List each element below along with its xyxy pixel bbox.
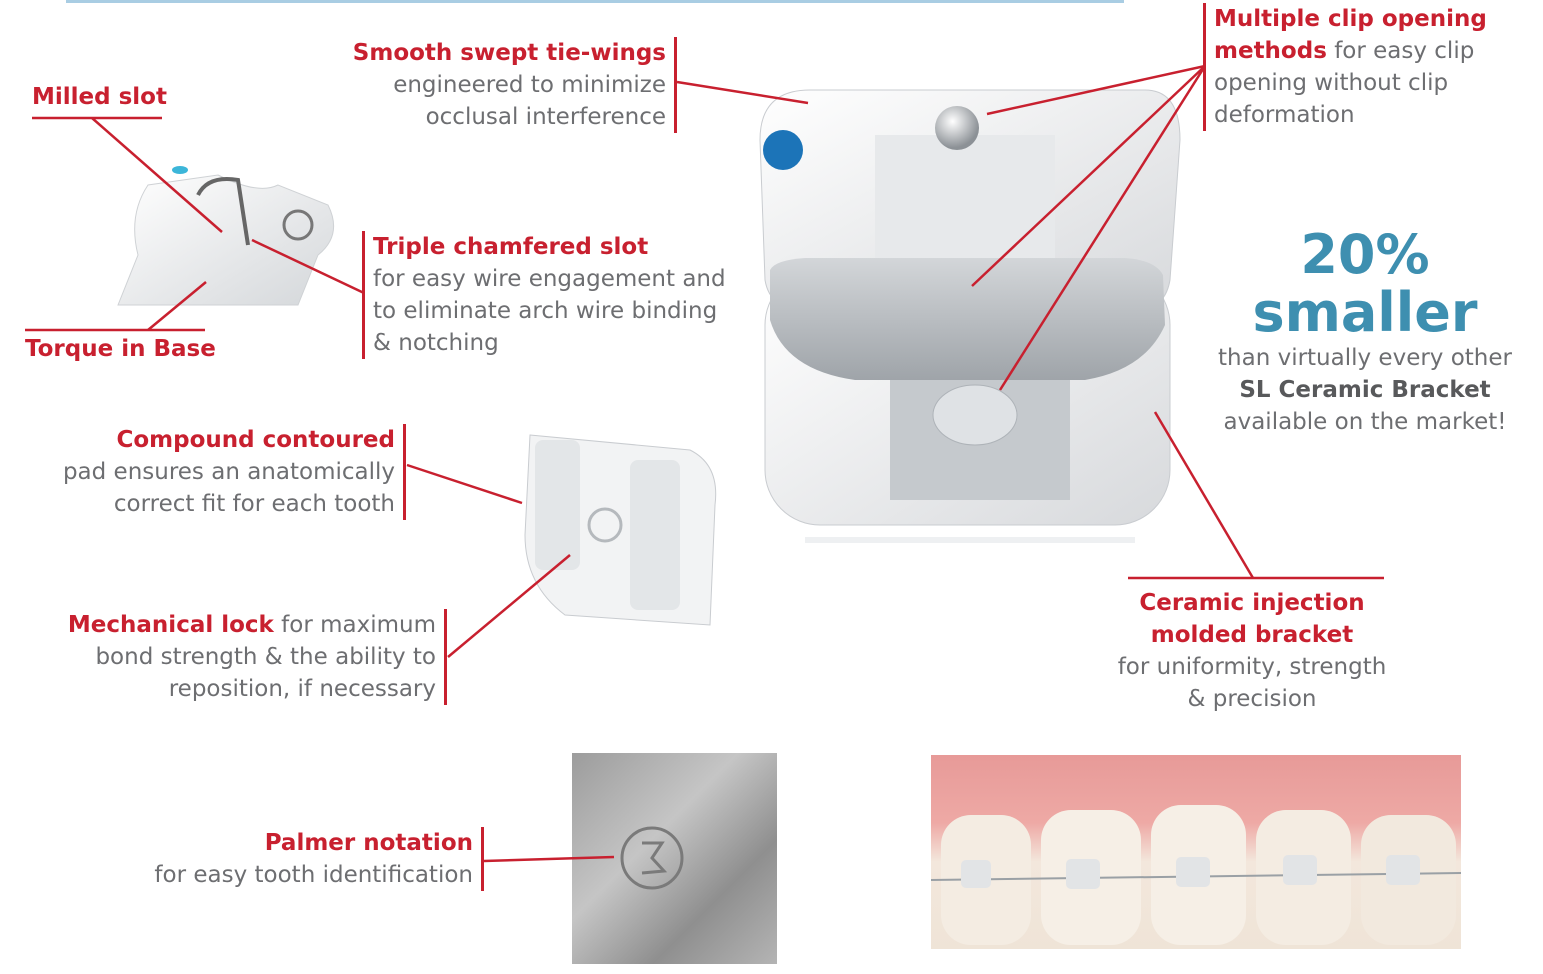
label-palmer-title: Palmer notation: [264, 830, 473, 856]
label-ceramic-injection: Ceramic injection molded bracket for uni…: [1102, 587, 1402, 715]
label-ceramic-line: & precision: [1187, 686, 1317, 712]
label-triple-line: & notching: [373, 330, 499, 356]
label-mechanical-lock: Mechanical lock for maximum bond strengt…: [68, 609, 447, 705]
label-multiple-title: Multiple clip opening: [1214, 6, 1487, 32]
label-milled-slot: Milled slot: [32, 81, 167, 113]
label-multiple-title: methods: [1214, 38, 1327, 64]
top-rule: [66, 0, 1124, 3]
label-multiple-clip: Multiple clip opening methods for easy c…: [1203, 3, 1487, 131]
label-compound-contoured: Compound contoured pad ensures an anatom…: [63, 424, 406, 520]
label-smooth-line: occlusal interference: [425, 104, 666, 130]
label-multiple-rest: for easy clip: [1326, 38, 1475, 64]
label-ceramic-title: molded bracket: [1150, 622, 1354, 648]
label-mechanical-title: Mechanical lock: [67, 612, 274, 638]
label-ceramic-title: Ceramic injection: [1139, 590, 1365, 616]
size-claim-bold: SL Ceramic Bracket: [1239, 377, 1491, 403]
label-mechanical-line: bond strength & the ability to: [95, 644, 436, 670]
palmer-notation-photo: [572, 753, 777, 964]
label-smooth-line: engineered to minimize: [393, 72, 666, 98]
label-triple-title: Triple chamfered slot: [373, 234, 649, 260]
label-smooth-title: Smooth swept tie-wings: [352, 40, 666, 66]
label-torque-title: Torque in Base: [25, 336, 216, 362]
label-torque-base: Torque in Base: [25, 333, 216, 365]
label-triple-line: for easy wire engagement and: [373, 266, 726, 292]
label-compound-line: correct fit for each tooth: [113, 491, 395, 517]
size-claim-line: than virtually every other: [1218, 345, 1512, 371]
label-mechanical-rest: for maximum: [273, 612, 436, 638]
label-palmer-notation: Palmer notation for easy tooth identific…: [154, 827, 484, 891]
main-bracket-illustration: [759, 89, 1181, 543]
label-compound-line: pad ensures an anatomically: [62, 459, 395, 485]
teeth-with-brackets-photo: [930, 755, 1462, 949]
size-claim-line: available on the market!: [1223, 409, 1507, 435]
label-triple-chamfered: Triple chamfered slot for easy wire enga…: [362, 231, 726, 359]
label-mechanical-line: reposition, if necessary: [168, 676, 436, 702]
label-palmer-line: for easy tooth identification: [154, 862, 473, 888]
label-compound-title: Compound contoured: [116, 427, 395, 453]
label-smooth-tie-wings: Smooth swept tie-wings engineered to min…: [353, 37, 677, 133]
label-multiple-line: opening without clip: [1214, 70, 1449, 96]
label-multiple-line: deformation: [1214, 102, 1355, 128]
size-claim: 20% smaller than virtually every other S…: [1190, 226, 1540, 438]
label-triple-line: to eliminate arch wire binding: [373, 298, 718, 324]
size-claim-headline: 20% smaller: [1252, 223, 1478, 344]
side-bracket-illustration: [117, 166, 335, 306]
bracket-pad-illustration: [524, 434, 717, 626]
label-ceramic-line: for uniformity, strength: [1117, 654, 1387, 680]
label-milled-title: Milled slot: [32, 84, 167, 110]
